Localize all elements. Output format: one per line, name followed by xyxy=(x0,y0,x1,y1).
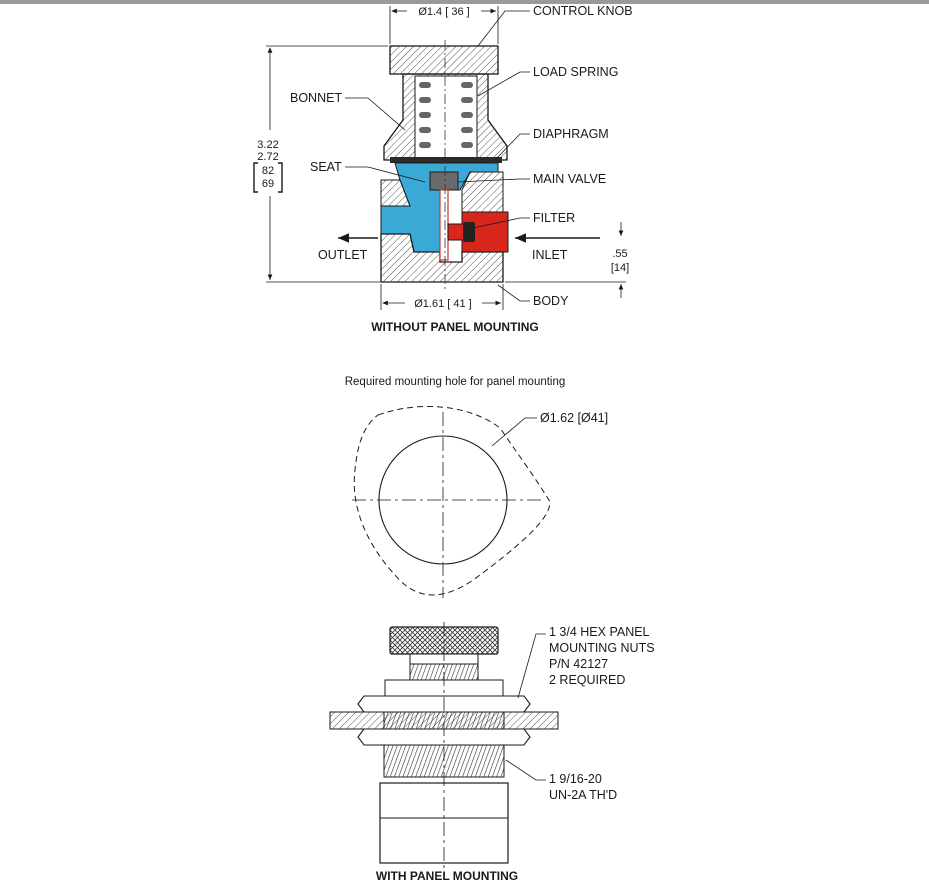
hole-view-title: Required mounting hole for panel mountin… xyxy=(345,376,566,388)
body xyxy=(380,233,504,283)
hex-nut-line-3: P/N 42127 xyxy=(549,657,608,671)
port-offset-mm: [14] xyxy=(611,262,629,274)
label-outlet: OUTLET xyxy=(318,248,368,262)
label-body: BODY xyxy=(533,294,569,308)
main-valve xyxy=(429,171,459,191)
lower-hex-nut xyxy=(357,728,531,746)
knob-diameter-text: Ø1.4 [ 36 ] xyxy=(418,6,469,18)
control-knob xyxy=(389,45,499,75)
callout-leaders xyxy=(345,10,530,302)
label-control-knob: CONTROL KNOB xyxy=(533,4,633,18)
knob-diameter-dimension: Ø1.4 [ 36 ] xyxy=(389,6,499,44)
thread-line-2: UN-2A TH'D xyxy=(549,788,617,802)
height-in-top: 3.22 xyxy=(257,139,278,151)
body-diameter-dimension: Ø1.61 [ 41 ] xyxy=(380,284,504,310)
label-inlet: INLET xyxy=(532,248,568,262)
height-mm-top: 82 xyxy=(262,165,274,177)
height-in-bottom: 2.72 xyxy=(257,151,278,163)
label-main-valve: MAIN VALVE xyxy=(533,172,606,186)
port-offset-dimension: .55 [14] xyxy=(505,222,629,298)
mounting-hole-view: Ø1.62 [Ø41] xyxy=(352,406,608,598)
caption-with-panel: WITH PANEL MOUNTING xyxy=(376,869,518,883)
label-bonnet: BONNET xyxy=(290,91,342,105)
load-spring xyxy=(419,82,473,148)
label-load-spring: LOAD SPRING xyxy=(533,65,618,79)
port-offset-in: .55 xyxy=(612,248,627,260)
inlet-passage xyxy=(447,211,509,253)
hole-diameter-text: Ø1.62 [Ø41] xyxy=(540,411,608,425)
hex-nut-line-1: 1 3/4 HEX PANEL xyxy=(549,625,650,639)
diaphragm xyxy=(390,157,502,163)
label-seat: SEAT xyxy=(310,160,342,174)
body-diameter-text: Ø1.61 [ 41 ] xyxy=(414,298,471,310)
regulator-cross-section xyxy=(380,40,509,290)
filter xyxy=(463,222,475,242)
hex-nut-line-2: MOUNTING NUTS xyxy=(549,641,655,655)
label-filter: FILTER xyxy=(533,211,575,225)
panel-mounted-assembly xyxy=(329,622,559,870)
height-mm-bottom: 69 xyxy=(262,178,274,190)
thread-line-1: 1 9/16-20 xyxy=(549,772,602,786)
caption-without-panel: WITHOUT PANEL MOUNTING xyxy=(371,320,539,334)
top-border xyxy=(0,0,929,4)
label-diaphragm: DIAPHRAGM xyxy=(533,127,609,141)
nut-outline xyxy=(353,406,551,596)
height-dimension: 3.22 2.72 82 69 xyxy=(253,45,388,283)
hex-nut-line-4: 2 REQUIRED xyxy=(549,673,625,687)
